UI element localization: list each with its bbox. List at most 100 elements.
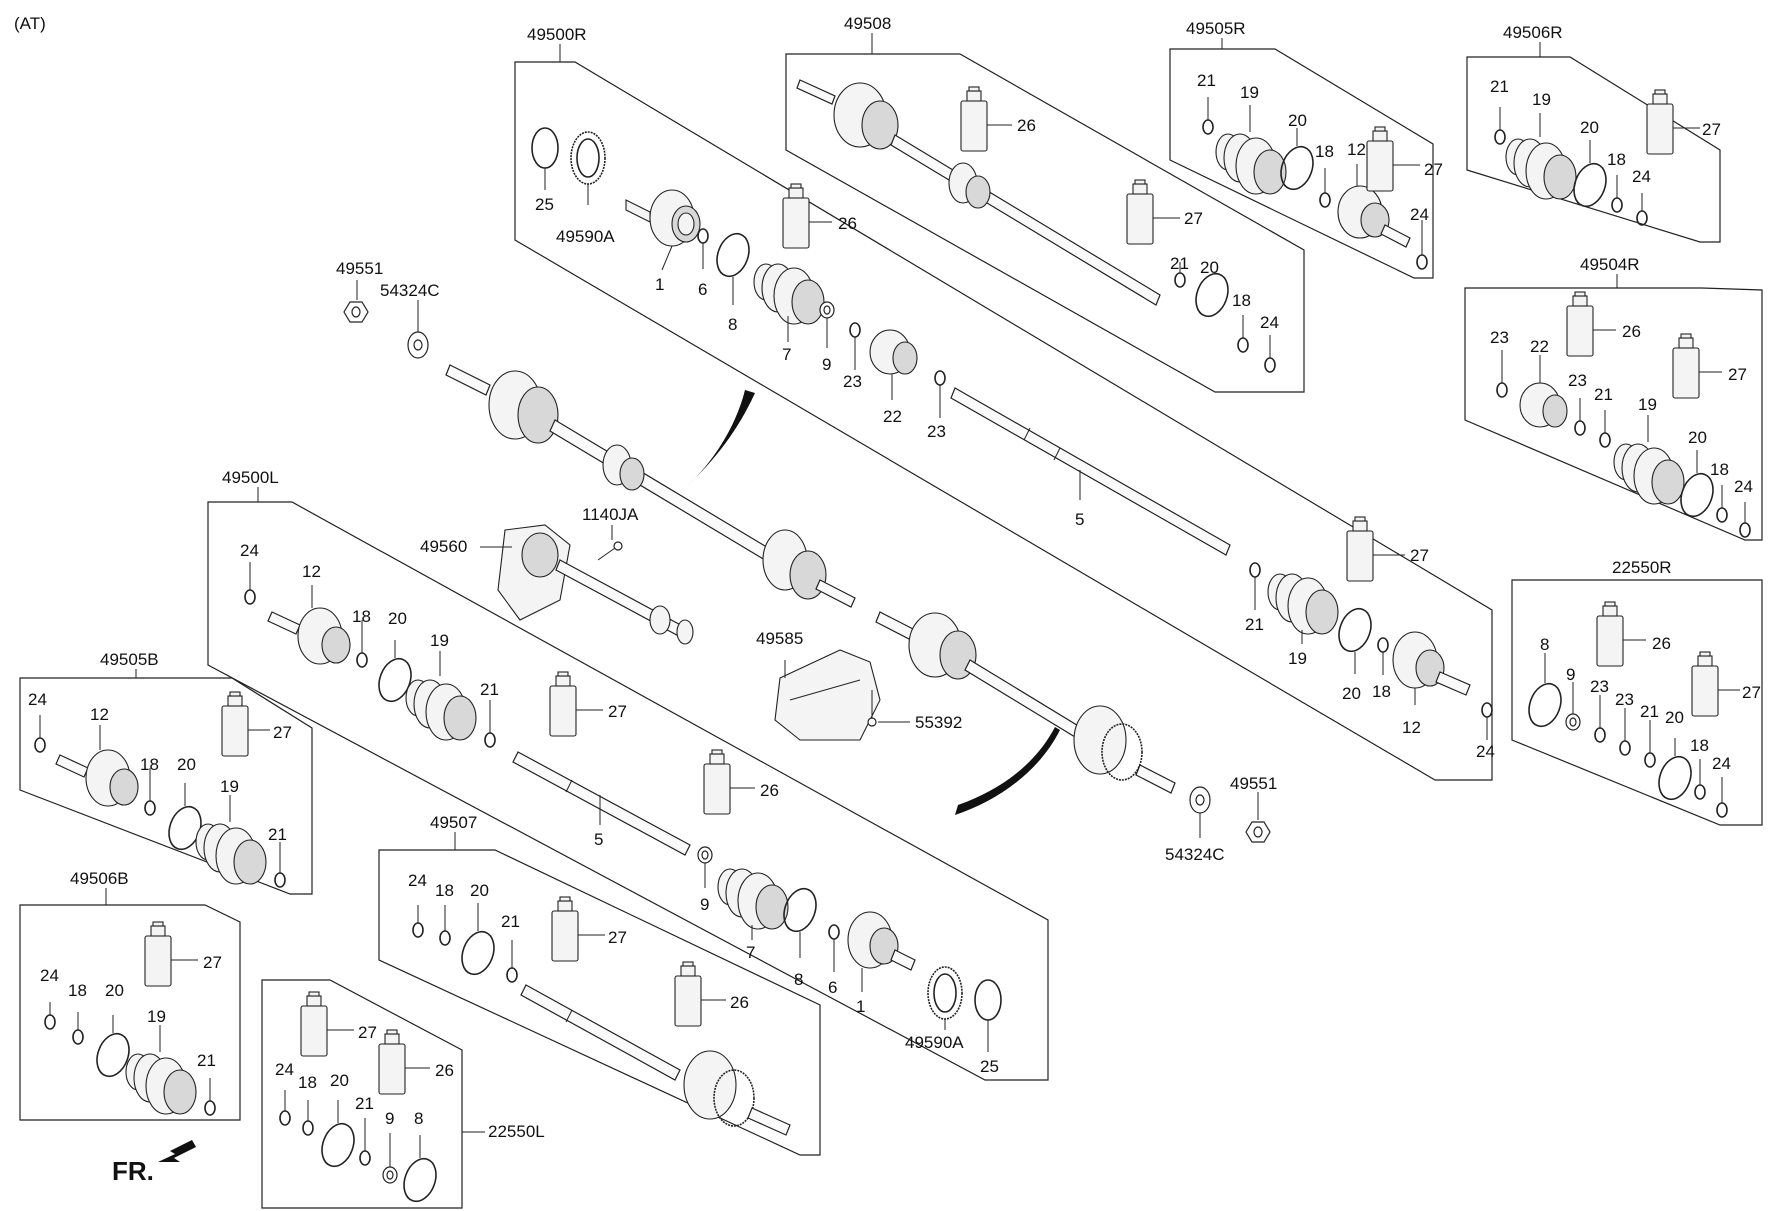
callout-6-right: 6 (698, 280, 707, 299)
callout-26-right: 26 (838, 214, 857, 233)
ring-18-49506R (1611, 175, 1623, 213)
clamp-20-22550R (1652, 738, 1698, 805)
callout-7-right: 7 (782, 345, 791, 364)
ring-24-left (244, 562, 256, 605)
callout-8-right: 8 (728, 315, 737, 334)
callout-9-22550L: 9 (385, 1109, 394, 1128)
clamp-8-left (777, 883, 823, 958)
heat-shield-49585 (774, 649, 881, 741)
callout-6-left: 6 (828, 978, 837, 997)
inner-joint-12-49505R (1337, 164, 1411, 248)
callout-49551-top: 49551 (336, 259, 383, 278)
ring-23-49504R-b (1574, 398, 1586, 436)
ring-24-49505R (1416, 220, 1428, 270)
ring-23-22550R-a (1594, 695, 1606, 743)
ring-21-49504R (1599, 410, 1611, 448)
callout-49560: 49560 (420, 537, 467, 556)
ring-21-right (1249, 562, 1261, 610)
callout-20-right: 20 (1342, 684, 1361, 703)
callout-19-right: 19 (1288, 649, 1307, 668)
box-49500R (514, 61, 1493, 781)
boot-19-49506B (125, 1025, 197, 1115)
callout-21-49508: 21 (1170, 254, 1189, 273)
box-49508 (785, 53, 1305, 393)
callout-54324C-bottom: 54324C (1165, 845, 1225, 864)
callout-25-left: 25 (980, 1057, 999, 1076)
swoosh-upper (688, 390, 755, 485)
ring-24-49506B (44, 1002, 56, 1030)
callout-19-49505R: 19 (1240, 83, 1259, 102)
swoosh-lower (955, 727, 1060, 815)
callout-20-49505R: 20 (1288, 111, 1307, 130)
callout-49585: 49585 (756, 629, 803, 648)
callout-23-49504R-b: 23 (1568, 371, 1587, 390)
callout-23-49504R-a: 23 (1490, 328, 1509, 347)
outer-cv-joint-1-left (847, 911, 916, 992)
grease-27-left (549, 671, 603, 737)
shaft-assembly-49507 (520, 984, 791, 1136)
callout-23-right-b: 23 (927, 422, 946, 441)
box-49505B (19, 677, 313, 895)
ring-18-49505R (1319, 168, 1331, 208)
ring-21-left (484, 700, 496, 748)
callout-21-49506R: 21 (1490, 77, 1509, 96)
callout-18-49504R: 18 (1710, 460, 1729, 479)
clamp-20-49505B (162, 783, 208, 855)
ring-18-right (1377, 637, 1389, 675)
callout-26-49507: 26 (730, 993, 749, 1012)
ring-24-22550L (279, 1090, 291, 1126)
callout-1-left: 1 (856, 997, 865, 1016)
callout-49590A-right: 49590A (556, 227, 615, 246)
grease-26-22550R (1596, 601, 1646, 667)
callout-22: 22 (883, 407, 902, 426)
callout-1140JA: 1140JA (582, 505, 639, 524)
clamp-20-49504R (1674, 450, 1720, 522)
callout-27-49507: 27 (608, 928, 627, 947)
callout-24-49505B: 24 (28, 690, 47, 709)
callout-20-22550L: 20 (330, 1071, 349, 1090)
ring-18-49507 (439, 905, 451, 946)
ring-18-49508 (1237, 315, 1249, 353)
ring-24-49505B (34, 715, 46, 753)
clamp-20-49507 (455, 903, 501, 980)
callout-12-49505R: 12 (1347, 140, 1366, 159)
callout-27-49506B: 27 (203, 953, 222, 972)
inner-joint-12-left (267, 585, 351, 665)
grease-27-49504R (1672, 333, 1722, 399)
clamp-20-49505R (1274, 128, 1320, 195)
grease-27-right (1346, 516, 1405, 582)
callout-21-left: 21 (480, 680, 499, 699)
grease-26-right (782, 183, 832, 249)
label-49504R: 49504R (1580, 255, 1640, 274)
callout-20-49508: 20 (1200, 258, 1219, 277)
bolt-55392 (867, 690, 910, 727)
ring-18-49506B (72, 1012, 84, 1045)
callout-19-49505B: 19 (220, 777, 239, 796)
clamp-8-22550R (1522, 653, 1568, 732)
damper-22-49504R (1519, 355, 1568, 428)
callout-8-22550R: 8 (1540, 635, 1549, 654)
label-49508: 49508 (844, 14, 891, 33)
callout-55392: 55392 (915, 713, 962, 732)
label-49506R: 49506R (1503, 23, 1563, 42)
callout-20-49504R: 20 (1688, 428, 1707, 447)
callout-23-right-a: 23 (843, 372, 862, 391)
box-49504R (1464, 287, 1763, 541)
callout-54324C-top: 54324C (380, 281, 440, 300)
boot-19-49504R (1613, 415, 1685, 505)
callout-21-22550R: 21 (1640, 702, 1659, 721)
callout-21-right: 21 (1245, 615, 1264, 634)
inner-joint-12-right (1392, 631, 1471, 705)
callout-12-right: 12 (1402, 718, 1421, 737)
callout-21-49505B: 21 (268, 825, 287, 844)
boot-7-left (717, 868, 789, 940)
clamp-20-49506B (90, 1015, 136, 1082)
nut-9-22550L (382, 1133, 398, 1184)
grease-27-22550R (1691, 651, 1740, 717)
callout-19-49504R: 19 (1638, 395, 1657, 414)
ring-6-left (828, 924, 840, 972)
box-49506B (19, 904, 241, 1121)
ring-23-22550R-b (1619, 708, 1631, 756)
drive-shaft-upper (445, 364, 856, 608)
washer-54324C-top (407, 300, 429, 359)
